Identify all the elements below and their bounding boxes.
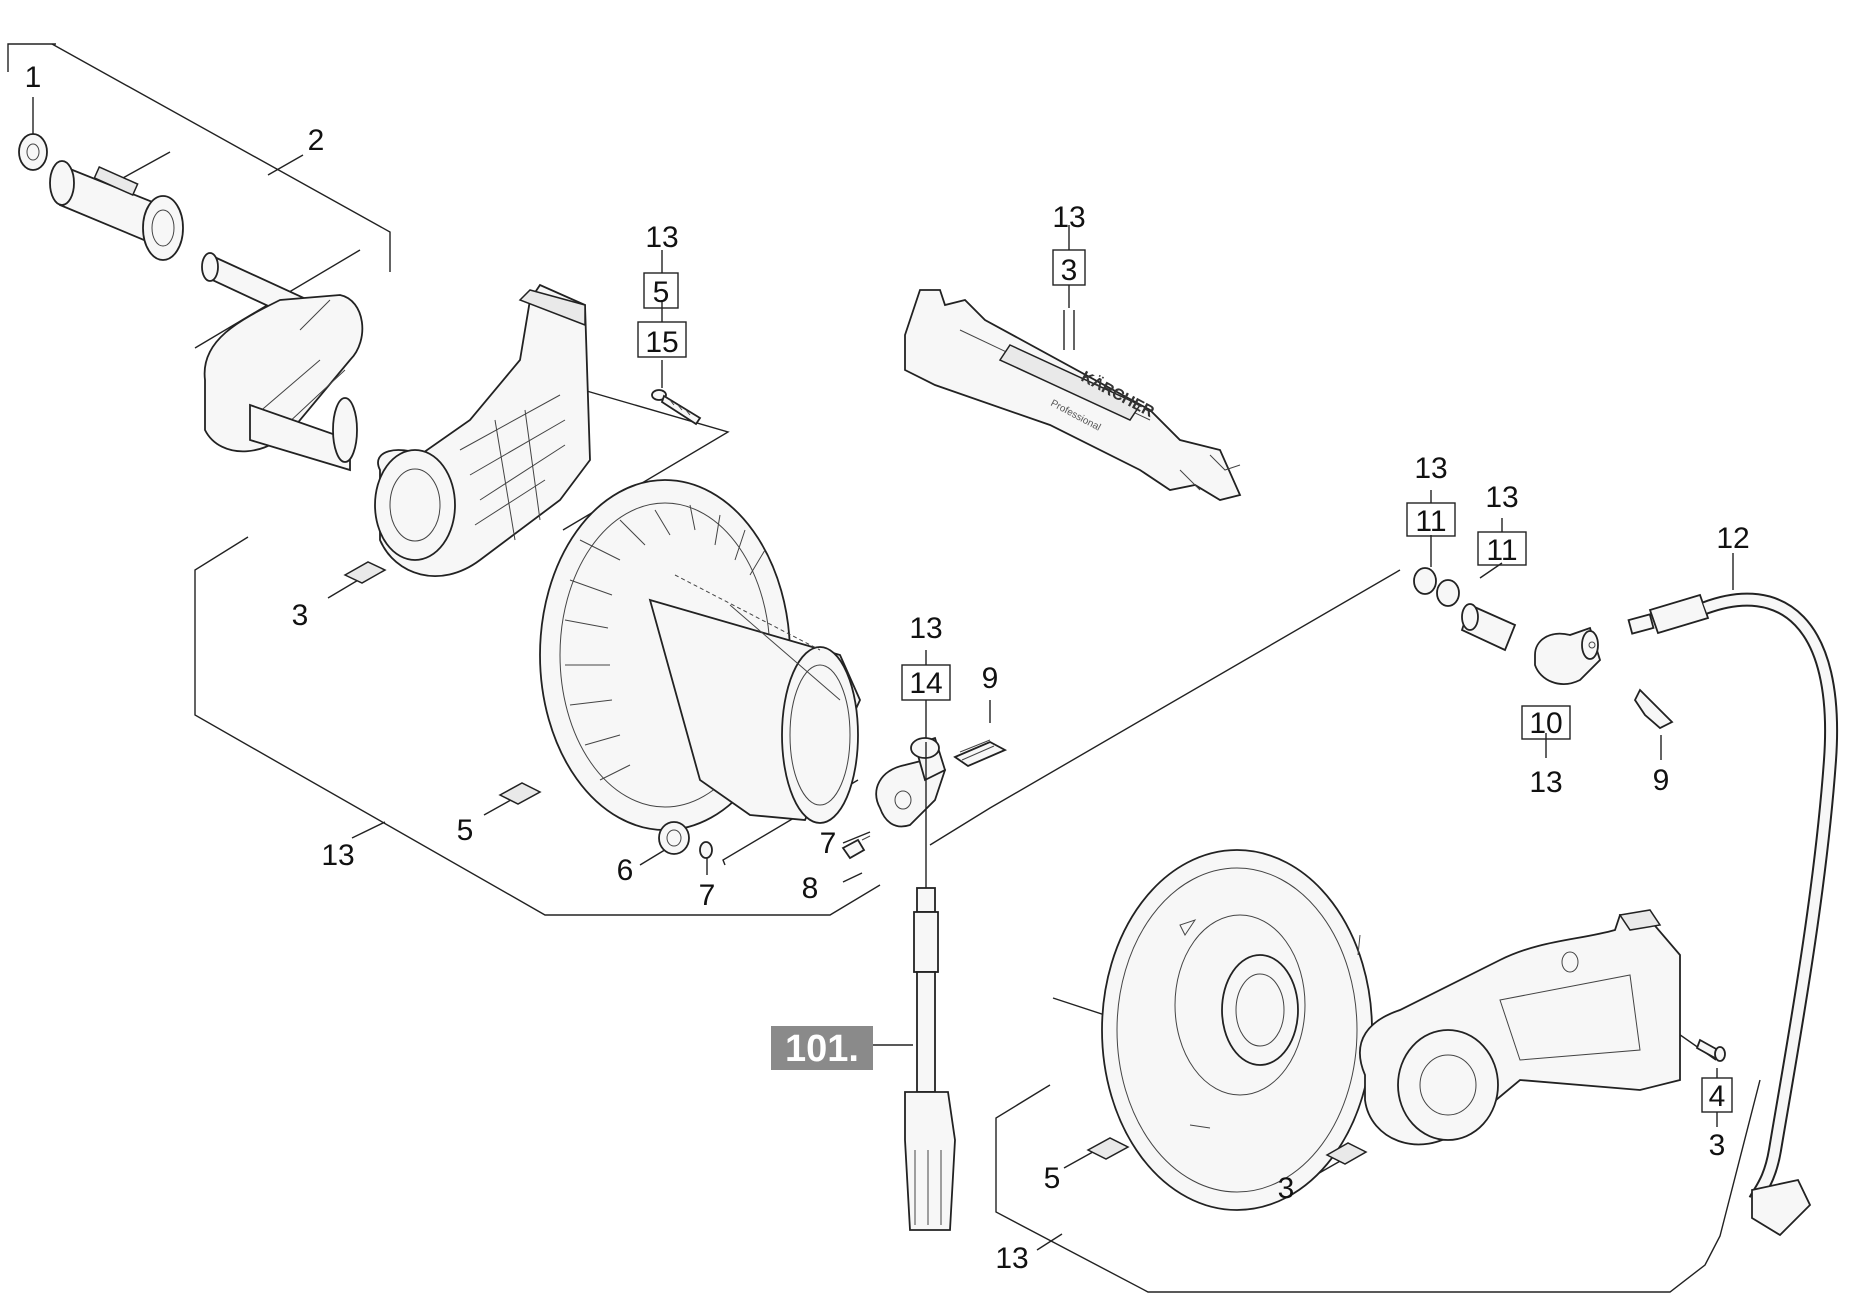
part-cover-disc <box>1086 849 1373 1211</box>
callout-9-right: 9 <box>1653 764 1670 797</box>
part-elbow-10 <box>1534 626 1602 685</box>
callout-15-box: 15 <box>645 326 678 359</box>
part-reel-bracket-right <box>1325 909 1681 1165</box>
callout-13-oring1: 13 <box>1414 452 1447 485</box>
callout-13-screw: 13 <box>645 221 678 254</box>
assembly-badge-text: 101. <box>785 1028 859 1070</box>
part-spray-lance <box>904 742 956 1231</box>
callout-10-box: 10 <box>1529 707 1562 740</box>
callout-13-tool: 13 <box>1052 201 1085 234</box>
callout-7-mid: 7 <box>820 827 837 860</box>
part-oring-7-bottom <box>699 841 713 859</box>
callout-13-left: 13 <box>321 839 354 872</box>
callout-3-left: 3 <box>292 599 309 632</box>
part-hose-12 <box>1627 592 1839 1237</box>
callout-boxes <box>637 249 1733 1113</box>
part-screw-15 <box>651 389 702 426</box>
part-star-washer <box>18 133 48 171</box>
callout-13-elbow: 13 <box>909 612 942 645</box>
callout-13-oring2: 13 <box>1485 481 1518 514</box>
callout-14-box: 14 <box>909 667 942 700</box>
callout-labels: 1 2 3 5 13 13 5 15 13 3 6 7 7 8 13 14 9 … <box>25 61 1750 1275</box>
callout-1: 1 <box>25 61 42 94</box>
part-orings-11 <box>1413 567 1460 607</box>
part-crank-handle <box>49 160 364 472</box>
callout-6: 6 <box>617 854 634 887</box>
callout-8: 8 <box>802 872 819 905</box>
callout-11-box1: 11 <box>1415 505 1446 538</box>
callout-5-box: 5 <box>653 276 670 309</box>
part-karcher-tool: KÄRCHER Professional <box>904 289 1242 501</box>
callout-5-bottom: 5 <box>1044 1162 1061 1195</box>
callout-5-left: 5 <box>457 814 474 847</box>
part-reel-drum <box>498 479 861 831</box>
part-clip-9-mid <box>953 739 1008 768</box>
callout-3-bottom: 3 <box>1278 1172 1295 1205</box>
callout-9-mid: 9 <box>982 662 999 695</box>
assembly-badge: 101. <box>771 1026 873 1070</box>
part-nipple <box>1460 603 1517 652</box>
group-bracket-lines <box>7 43 1761 1293</box>
callout-13-fitting: 13 <box>1529 766 1562 799</box>
callout-3-right-screw: 3 <box>1709 1129 1726 1162</box>
part-swivel-elbow <box>875 736 947 828</box>
assembly-badge-bg <box>771 1026 873 1070</box>
callout-2: 2 <box>308 124 325 157</box>
part-screw-4 <box>1695 1038 1726 1062</box>
callout-12: 12 <box>1716 522 1749 555</box>
part-clip-9-right <box>1633 688 1674 730</box>
part-nozzle-8 <box>841 835 871 860</box>
callout-7-bottom: 7 <box>699 879 716 912</box>
callout-11-box2: 11 <box>1486 534 1517 567</box>
callout-13-bottom: 13 <box>995 1242 1028 1275</box>
part-nut-6 <box>658 821 690 855</box>
callout-4-box: 4 <box>1709 1080 1726 1113</box>
part-reel-bracket-left <box>343 283 591 584</box>
callout-3-tool-box: 3 <box>1061 254 1078 287</box>
